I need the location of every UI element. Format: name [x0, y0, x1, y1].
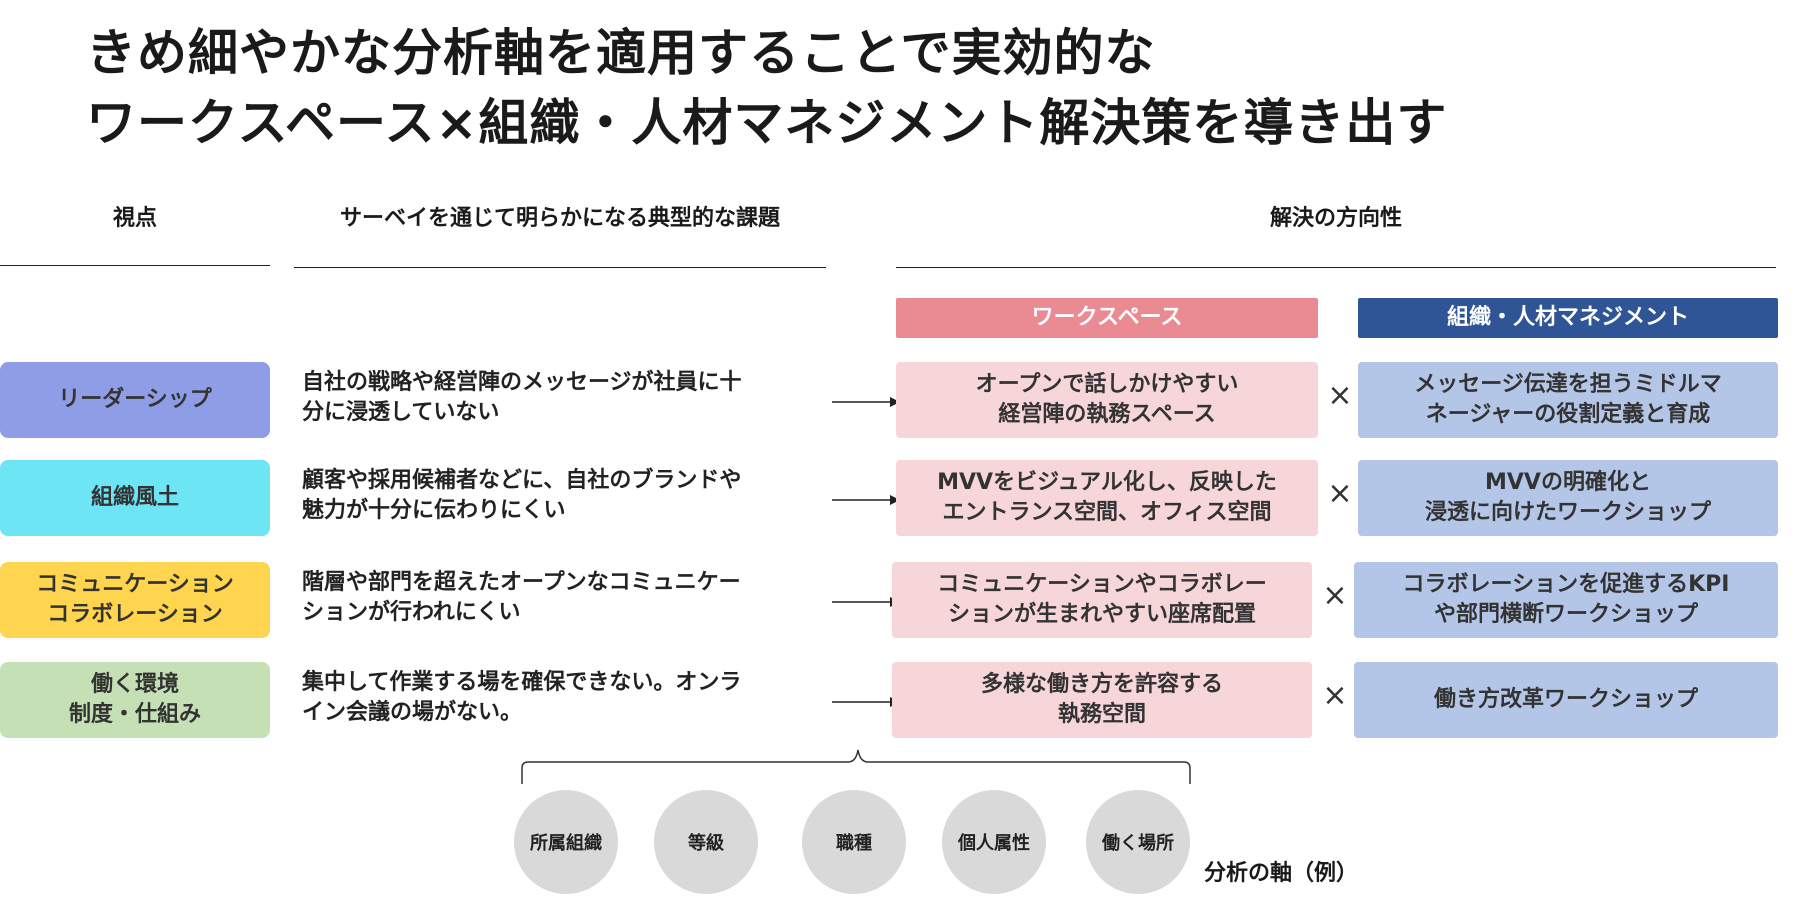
- issue-text: 自社の戦略や経営陣のメッセージが社員に十 分に浸透していない: [302, 370, 742, 425]
- title-line-2: ワークスペース×組織・人材マネジメント解決策を導き出す: [86, 94, 1448, 152]
- axes-bracket: [521, 749, 1191, 784]
- times-icon: ×: [1322, 678, 1348, 713]
- analysis-axis-circle: 個人属性: [942, 790, 1046, 894]
- times-icon: ×: [1327, 476, 1353, 511]
- arrow-icon: [832, 397, 900, 407]
- header-issues-rule: [294, 267, 826, 268]
- viewpoint-box: 組織風土: [0, 460, 270, 536]
- org-header: 組織・人材マネジメント: [1358, 298, 1778, 338]
- workspace-header: ワークスペース: [896, 298, 1318, 338]
- workspace-solution-box: 多様な働き方を許容する 執務空間: [892, 662, 1312, 738]
- header-viewpoint: 視点: [112, 206, 157, 231]
- arrow-icon: [832, 495, 900, 505]
- page-title: きめ細やかな分析軸を適用することで実効的な ワークスペース×組織・人材マネジメン…: [86, 18, 1447, 158]
- analysis-axis-circle: 所属組織: [514, 790, 618, 894]
- org-solution-box: MVVの明確化と 浸透に向けたワークショップ: [1358, 460, 1778, 536]
- times-icon: ×: [1322, 578, 1348, 613]
- analysis-axis-circle: 働く場所: [1086, 790, 1190, 894]
- axes-caption: 分析の軸（例）: [1204, 861, 1359, 886]
- viewpoint-box: リーダーシップ: [0, 362, 270, 438]
- viewpoint-box: 働く環境 制度・仕組み: [0, 662, 270, 738]
- header-viewpoint-rule: [0, 265, 270, 266]
- workspace-solution-box: オープンで話しかけやすい 経営陣の執務スペース: [896, 362, 1318, 438]
- workspace-solution-box: MVVをビジュアル化し、反映した エントランス空間、オフィス空間: [896, 460, 1318, 536]
- header-solutions-rule: [896, 267, 1776, 268]
- analysis-axis-circle: 等級: [654, 790, 758, 894]
- issue-text: 顧客や採用候補者などに、自社のブランドや 魅力が十分に伝わりにくい: [302, 468, 742, 523]
- issue-text: 集中して作業する場を確保できない。オンラ イン会議の場がない。: [302, 670, 742, 725]
- org-solution-box: 働き方改革ワークショップ: [1354, 662, 1778, 738]
- times-icon: ×: [1327, 378, 1353, 413]
- analysis-axis-circle: 職種: [802, 790, 906, 894]
- viewpoint-box: コミュニケーション コラボレーション: [0, 562, 270, 638]
- org-solution-box: メッセージ伝達を担うミドルマ ネージャーの役割定義と育成: [1358, 362, 1778, 438]
- issue-text: 階層や部門を超えたオープンなコミュニケー ションが行われにくい: [302, 570, 741, 625]
- header-issues: サーベイを通じて明らかになる典型的な課題: [339, 206, 780, 231]
- org-solution-box: コラボレーションを促進するKPI や部門横断ワークショップ: [1354, 562, 1778, 638]
- workspace-solution-box: コミュニケーションやコラボレー ションが生まれやすい座席配置: [892, 562, 1312, 638]
- title-line-1: きめ細やかな分析軸を適用することで実効的な: [86, 24, 1156, 82]
- header-solutions: 解決の方向性: [1269, 206, 1402, 231]
